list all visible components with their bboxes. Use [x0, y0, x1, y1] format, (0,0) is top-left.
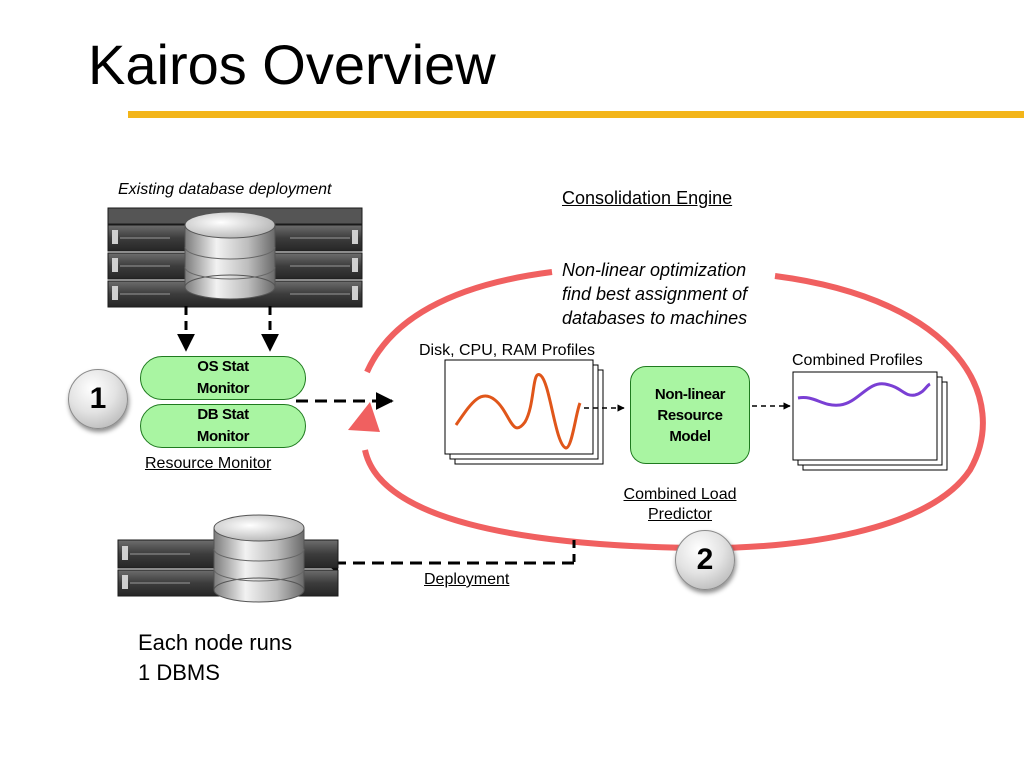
- monitor-feed-arrows: [177, 306, 279, 352]
- combined-profiles-label: Combined Profiles: [792, 352, 923, 369]
- db-stat-monitor-label: DB Stat Monitor: [196, 406, 250, 445]
- deployment-arrow: [320, 540, 576, 572]
- database-cylinder-icon: [213, 514, 305, 603]
- step-2-badge: 2: [675, 530, 735, 590]
- predictor-line: Predictor: [647, 506, 713, 523]
- node-note: Each node runs 1 DBMS: [138, 628, 292, 688]
- deployed-server-node: [117, 514, 339, 603]
- title-underline: [128, 111, 1024, 118]
- existing-server-stack: [107, 207, 363, 308]
- database-cylinder-icon: [184, 211, 276, 300]
- node-note-line: Each node runs: [138, 630, 293, 655]
- db-stat-monitor: DB Stat Monitor: [140, 404, 306, 448]
- optimization-line: databases to machines: [562, 308, 748, 328]
- resource-profiles-label: Disk, CPU, RAM Profiles: [419, 342, 596, 359]
- optimization-line: find best assignment of: [562, 284, 748, 304]
- step-1-badge: 1: [68, 369, 128, 429]
- combined-profile-stack: [792, 371, 948, 471]
- node-note-line: 1 DBMS: [138, 660, 220, 685]
- load-predictor-label: Combined Load Predictor: [609, 485, 751, 525]
- resource-monitor-label: Resource Monitor: [145, 455, 272, 472]
- loop-arrowhead-icon: [348, 402, 380, 432]
- resource-profile-stack: [444, 359, 604, 465]
- resource-model-label: Non-linear Resource Model: [654, 385, 726, 445]
- os-stat-monitor: OS Stat Monitor: [140, 356, 306, 400]
- optimization-line: Non-linear optimization: [562, 260, 747, 280]
- os-stat-monitor-label: OS Stat Monitor: [196, 358, 250, 397]
- consolidation-engine-label: Consolidation Engine: [562, 188, 733, 208]
- existing-deployment-label: Existing database deployment: [118, 181, 332, 198]
- consolidation-loop: [348, 269, 986, 552]
- optimization-description: Non-linear optimization find best assign…: [562, 258, 747, 330]
- predictor-line: Combined Load: [623, 486, 737, 503]
- deployment-label: Deployment: [424, 571, 510, 588]
- resource-model-box: Non-linear Resource Model: [630, 366, 750, 464]
- profile-curve: [454, 373, 582, 450]
- combined-curve: [797, 382, 931, 407]
- slide-title: Kairos Overview: [88, 33, 496, 96]
